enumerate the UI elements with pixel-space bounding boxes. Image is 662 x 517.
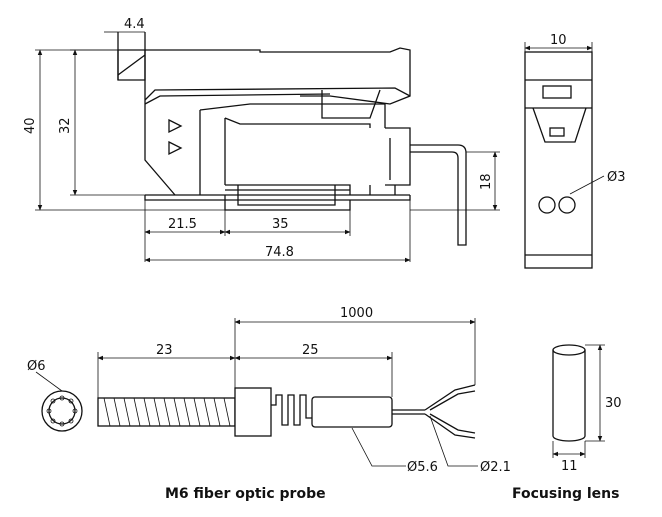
fiber-probe-side-view: Ø5.6 Ø2.1 xyxy=(97,384,511,475)
dim-74-8: 74.8 xyxy=(265,245,294,260)
dim-21-5: 21.5 xyxy=(168,217,197,232)
focusing-lens: 30 11 xyxy=(552,344,622,474)
amp-dimensions: 4.4 40 32 21.5 35 74.8 18 xyxy=(23,17,500,263)
dim-23: 23 xyxy=(156,343,173,358)
amplifier-front-view: Ø3 10 xyxy=(524,33,626,269)
dim-phi6: Ø6 xyxy=(27,359,46,374)
dim-11: 11 xyxy=(561,459,578,474)
dim-phi3: Ø3 xyxy=(607,170,626,185)
dim-40: 40 xyxy=(23,117,38,134)
dim-25: 25 xyxy=(302,343,319,358)
dim-30: 30 xyxy=(605,396,622,411)
caption-lens: Focusing lens xyxy=(512,486,619,502)
caption-probe: M6 fiber optic probe xyxy=(165,486,326,502)
dim-phi2-1: Ø2.1 xyxy=(480,460,511,475)
dim-10: 10 xyxy=(550,33,567,48)
probe-dimensions: 1000 23 25 xyxy=(97,306,476,398)
fiber-probe-end-view: Ø6 xyxy=(27,359,83,432)
dim-18: 18 xyxy=(479,173,494,190)
dim-phi5-6: Ø5.6 xyxy=(407,460,438,475)
dim-35: 35 xyxy=(272,217,289,232)
dim-32: 32 xyxy=(58,117,73,134)
dim-4-4: 4.4 xyxy=(124,17,145,32)
dim-1000: 1000 xyxy=(340,306,373,321)
amplifier-side-view xyxy=(117,32,467,246)
